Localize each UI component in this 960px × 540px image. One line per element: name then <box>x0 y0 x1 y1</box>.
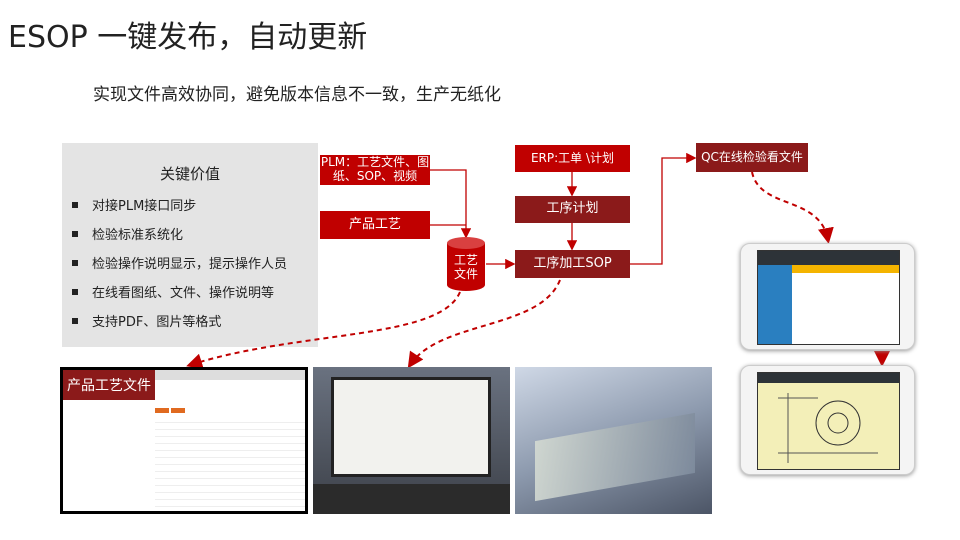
product-process-screenshot: 产品工艺文件 <box>60 367 308 514</box>
bullet-icon <box>72 201 78 208</box>
key-value-item: 在线看图纸、文件、操作说明等 <box>72 282 274 301</box>
drawing-icon <box>778 393 878 463</box>
screenshot-label: 产品工艺文件 <box>63 370 155 400</box>
qc-tablet-drawing <box>740 365 915 475</box>
key-value-text: 检验标准系统化 <box>92 228 184 243</box>
sop-display-photo <box>313 367 510 514</box>
bullet-icon <box>72 259 78 266</box>
key-value-item: 检验操作说明显示，提示操作人员 <box>72 253 287 272</box>
bullet-icon <box>72 317 78 324</box>
slide-title: ESOP 一键发布，自动更新 <box>8 20 368 55</box>
operation-plan-box: 工序计划 <box>515 196 630 223</box>
key-value-text: 检验操作说明显示，提示操作人员 <box>92 257 288 272</box>
product-process-box: 产品工艺 <box>320 211 430 239</box>
key-value-item: 检验标准系统化 <box>72 224 183 243</box>
database-icon <box>447 237 485 291</box>
key-value-item: 支持PDF、图片等格式 <box>72 311 221 330</box>
bullet-icon <box>72 288 78 295</box>
erp-box: ERP:工单 \计划 <box>515 145 630 172</box>
process-files-label: 工艺文件 <box>453 253 478 281</box>
key-value-item: 对接PLM接口同步 <box>72 195 196 214</box>
key-values-heading: 关键价值 <box>159 165 220 183</box>
bullet-icon <box>72 230 78 237</box>
key-value-text: 在线看图纸、文件、操作说明等 <box>92 286 275 301</box>
qc-tablet-form <box>740 243 915 350</box>
operation-sop-box: 工序加工SOP <box>515 250 630 278</box>
production-line-photo <box>515 367 712 514</box>
key-value-text: 对接PLM接口同步 <box>92 199 197 214</box>
slide-subtitle: 实现文件高效协同，避免版本信息不一致，生产无纸化 <box>93 85 501 105</box>
key-value-text: 支持PDF、图片等格式 <box>92 315 222 330</box>
plm-box: PLM：工艺文件、图纸、SOP、视频 <box>320 155 430 185</box>
key-values-panel: 关键价值 对接PLM接口同步 检验标准系统化 检验操作说明显示，提示操作人员 在… <box>62 143 318 347</box>
qc-box: QC在线检验看文件 <box>696 143 808 172</box>
process-files-database: 工艺文件 <box>447 237 485 291</box>
